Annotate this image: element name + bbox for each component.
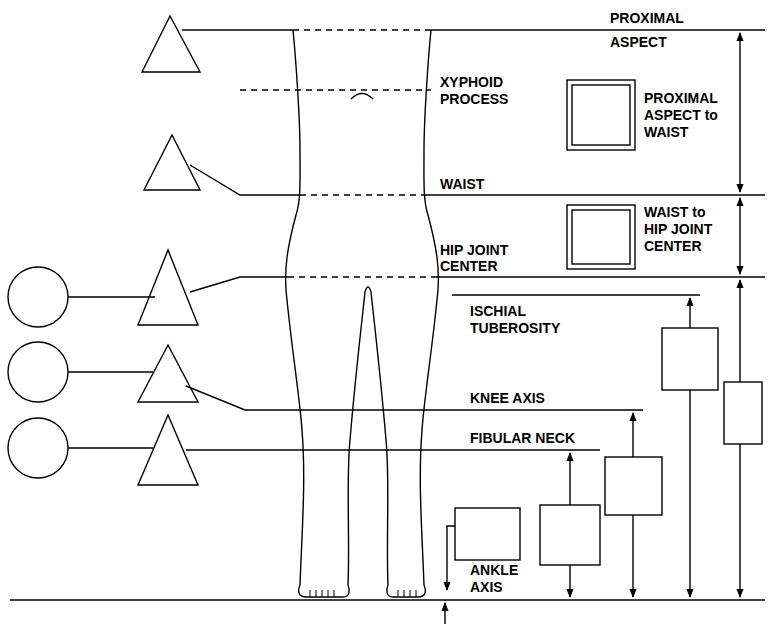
entry-box — [605, 457, 662, 515]
knee-line — [186, 386, 643, 410]
marker-triangle — [144, 135, 200, 190]
proximal-line — [431, 29, 765, 30]
marker-circle — [8, 418, 68, 478]
entry-box — [455, 508, 520, 560]
marker-triangle — [142, 16, 200, 72]
entry-box — [567, 80, 635, 150]
hip-line — [190, 277, 288, 292]
body-outline — [420, 30, 438, 585]
proximal-line — [182, 29, 293, 30]
marker-triangle — [138, 415, 198, 485]
dimension-arrow — [739, 33, 740, 192]
marker-circle — [8, 267, 68, 327]
landmark-label: ANKLE AXIS — [470, 562, 525, 596]
marker-circle — [8, 342, 68, 402]
xyphoid-line — [240, 89, 431, 90]
dimension-arrow — [739, 198, 740, 274]
circle-link — [68, 297, 155, 448]
body-outline — [286, 30, 304, 585]
landmark-label: FIBULAR NECK — [470, 430, 575, 447]
marker-triangle — [138, 345, 198, 402]
xyphoid-mark — [351, 94, 373, 100]
proximal-line — [293, 29, 431, 30]
toes — [310, 590, 416, 597]
waist-line — [424, 194, 765, 195]
landmark-label: WAIST to HIP JOINT CENTER — [644, 204, 721, 255]
landmark-label: HIP JOINT CENTER — [440, 242, 520, 274]
entry-box — [572, 210, 630, 264]
landmark-label: PROXIMAL ASPECT to WAIST — [644, 90, 721, 141]
landmark-label: PROXIMAL ASPECT — [610, 6, 690, 54]
landmark-label: XYPHOID PROCESS — [440, 74, 520, 108]
landmark-label: KNEE AXIS — [470, 390, 545, 407]
right-foot — [387, 585, 426, 597]
leg-inner — [348, 287, 388, 585]
hip-line — [437, 276, 765, 277]
fibular-line — [186, 449, 600, 450]
ground-line — [10, 599, 765, 600]
entry-box — [724, 382, 762, 444]
left-foot — [299, 585, 350, 597]
entry-box — [572, 85, 630, 145]
hip-line — [288, 276, 437, 277]
entry-box — [662, 328, 718, 390]
landmark-label: ISCHIAL TUBEROSITY — [470, 303, 580, 337]
ankle-arrow — [447, 526, 455, 590]
entry-box — [567, 205, 635, 269]
waist-line — [300, 194, 424, 195]
waist-line — [190, 165, 300, 195]
entry-box — [540, 505, 600, 565]
ground-arrow — [444, 603, 445, 624]
landmark-label: WAIST — [440, 176, 484, 193]
marker-triangle — [138, 250, 198, 325]
ischial-line — [452, 294, 700, 295]
